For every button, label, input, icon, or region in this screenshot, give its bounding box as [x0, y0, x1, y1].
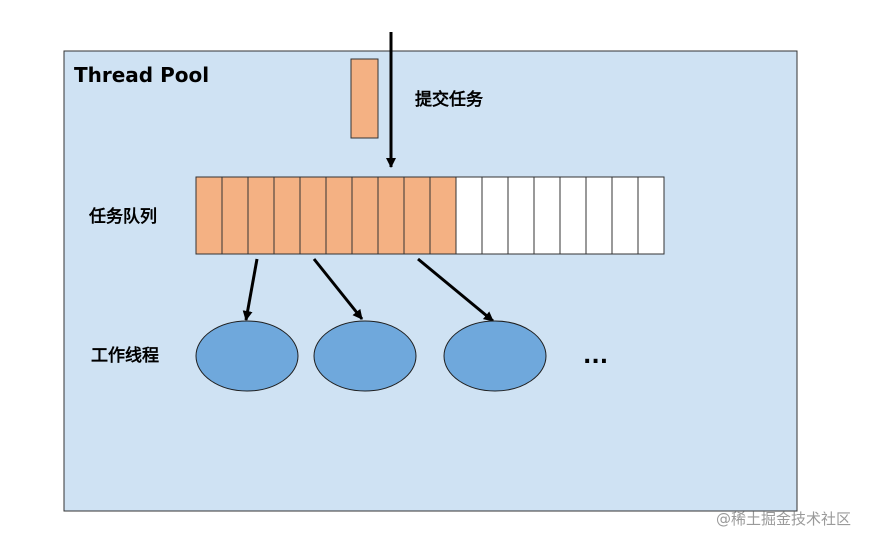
- dispatch-arrow-1: [242, 258, 259, 321]
- queue-slot-filled: [403, 176, 431, 255]
- worker-threads: [195, 320, 547, 392]
- queue-slot-filled: [221, 176, 249, 255]
- queue-slot-empty: [585, 176, 613, 255]
- queue-slot-empty: [455, 176, 483, 255]
- queue-slot-empty: [637, 176, 665, 255]
- queue-slot-empty: [559, 176, 587, 255]
- queue-slot-empty: [611, 176, 639, 255]
- thread-pool-title: Thread Pool: [74, 63, 209, 87]
- worker-threads-label: 工作线程: [91, 345, 159, 366]
- task-queue-label: 任务队列: [88, 206, 157, 227]
- queue-slot-filled: [351, 176, 379, 255]
- queue-slot-filled: [195, 176, 223, 255]
- more-workers-ellipsis: ...: [583, 344, 608, 369]
- worker-thread-1: [195, 320, 299, 392]
- queue-slot-filled: [377, 176, 405, 255]
- dispatch-arrow-2: [312, 258, 364, 320]
- queue-slot-filled: [325, 176, 353, 255]
- dispatch-arrows: [242, 257, 494, 323]
- watermark-text: @稀土掘金技术社区: [716, 510, 851, 528]
- submitted-task-block: [350, 58, 379, 139]
- dispatch-arrow-3: [417, 257, 494, 323]
- queue-slot-filled: [299, 176, 327, 255]
- task-queue: [195, 176, 665, 255]
- worker-thread-2: [313, 320, 417, 392]
- thread-pool-container: [63, 50, 798, 512]
- queue-slot-empty: [507, 176, 535, 255]
- queue-slot-empty: [533, 176, 561, 255]
- queue-slot-filled: [247, 176, 275, 255]
- worker-thread-3: [443, 320, 547, 392]
- queue-slot-filled: [429, 176, 457, 255]
- queue-slot-empty: [481, 176, 509, 255]
- queue-slot-filled: [273, 176, 301, 255]
- submit-task-label: 提交任务: [415, 89, 484, 110]
